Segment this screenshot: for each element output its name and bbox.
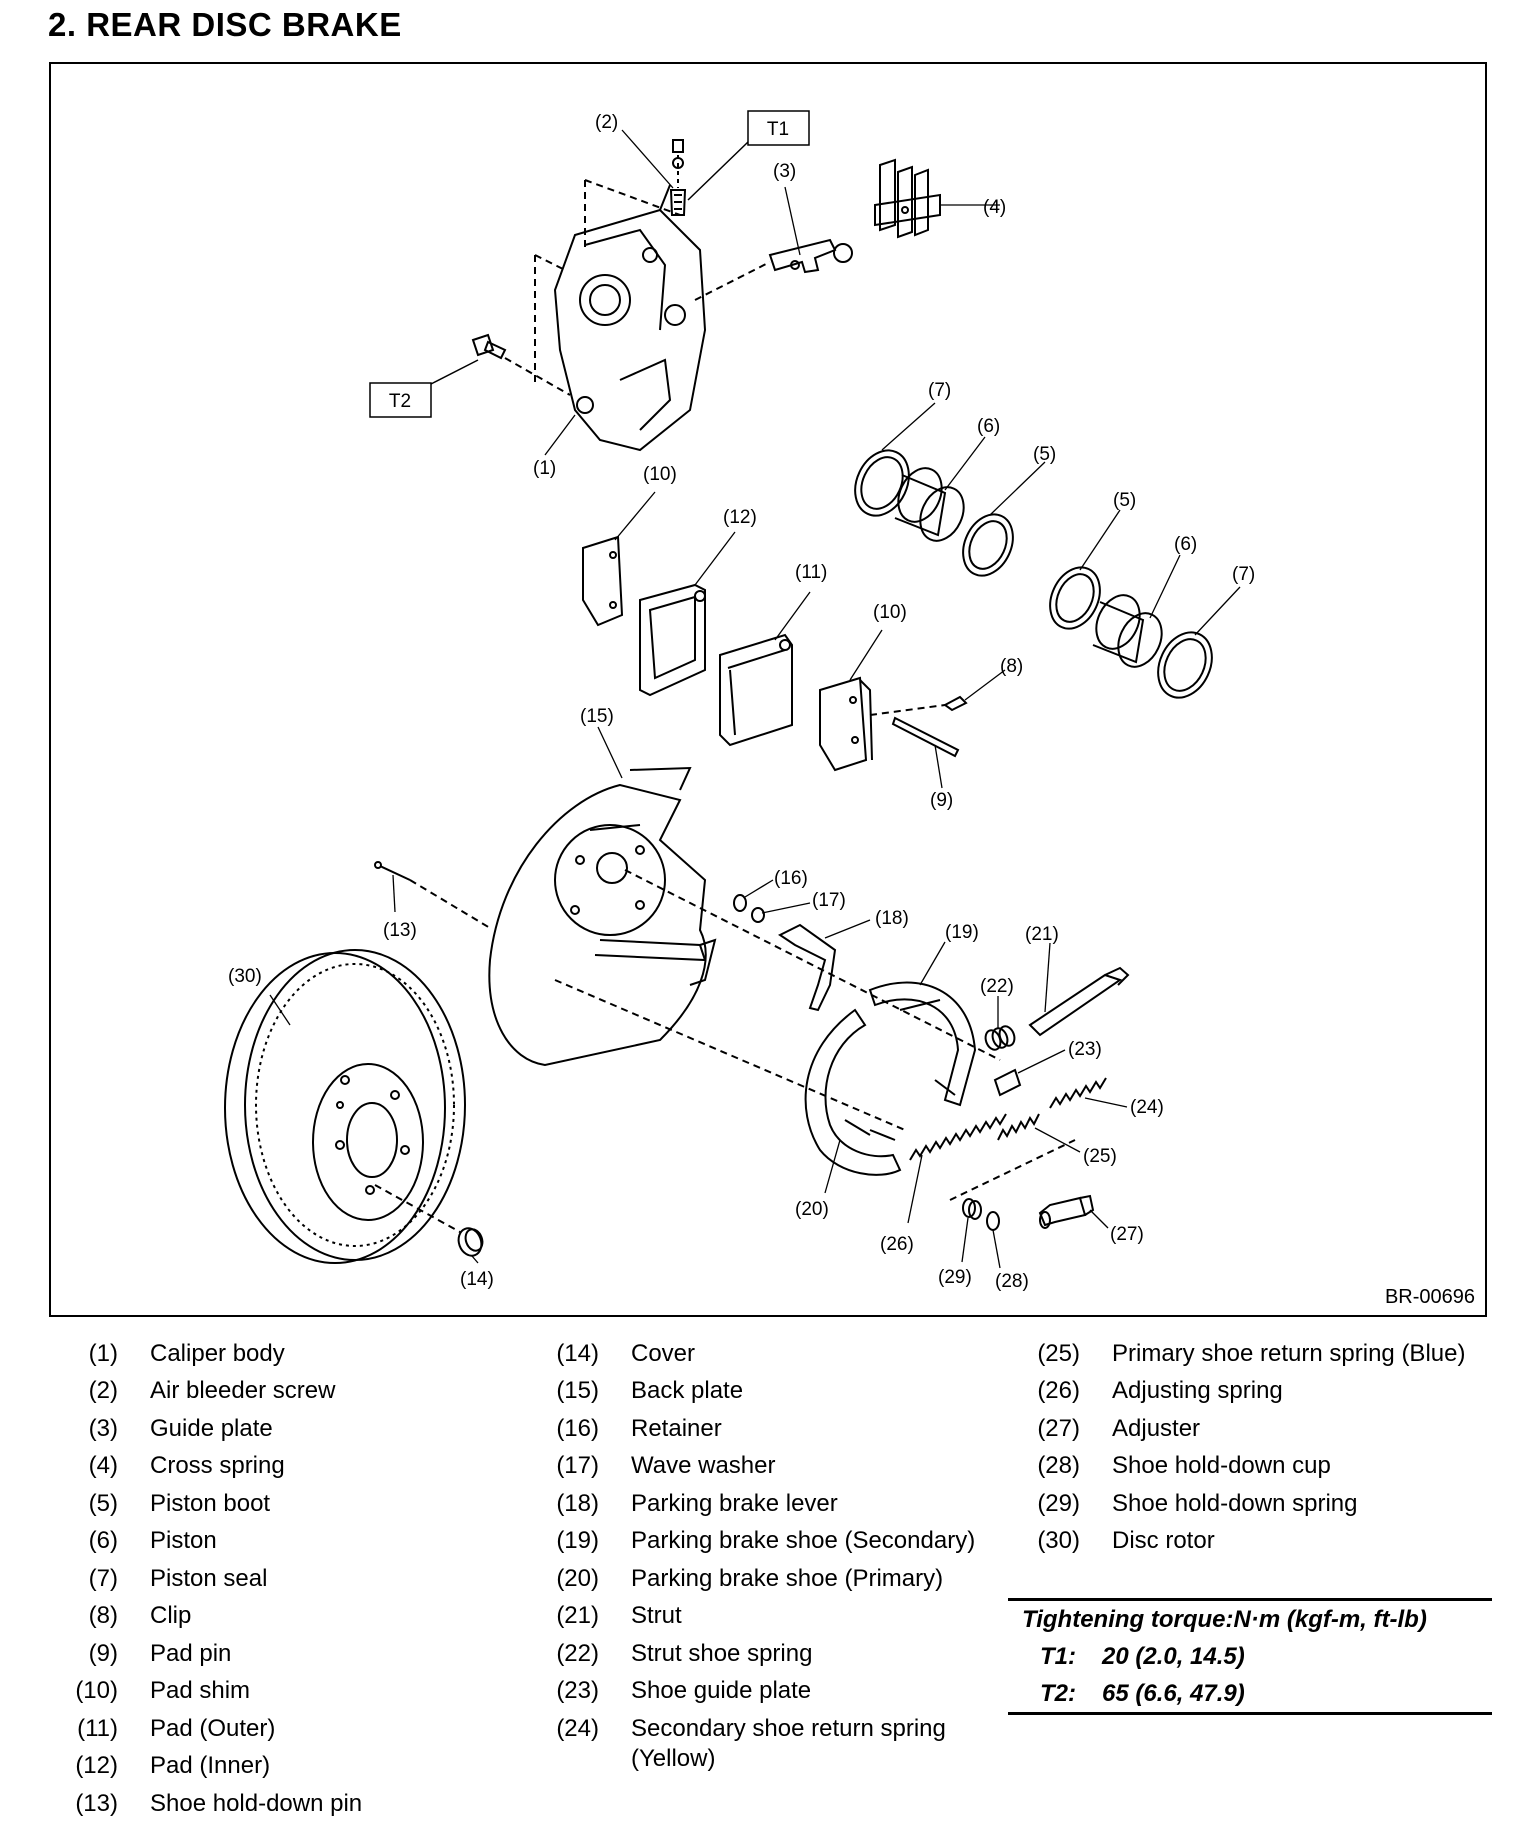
callout-5-upper: (5) — [1033, 444, 1056, 465]
retainer — [733, 894, 747, 912]
pad-outer — [719, 633, 793, 747]
callout-22: (22) — [980, 976, 1014, 997]
callout-6-upper: (6) — [977, 416, 1000, 437]
callout-13: (13) — [383, 920, 417, 941]
callout-17: (17) — [812, 890, 846, 911]
torque-bottom-rule — [1008, 1712, 1492, 1715]
callout-7-lower: (7) — [1232, 564, 1255, 585]
leader-lines — [269, 129, 1241, 1269]
back-plate — [488, 766, 717, 1067]
pad-inner — [639, 583, 706, 697]
callout-29: (29) — [938, 1267, 972, 1288]
primary-shoe-return-spring — [997, 1113, 1040, 1141]
piston-boot-lower — [1049, 566, 1101, 630]
shoe-hold-down-spring — [962, 1198, 982, 1220]
parking-brake-shoe-primary — [804, 1008, 902, 1176]
callout-2: (2) — [595, 112, 618, 133]
callout-4: (4) — [983, 197, 1006, 218]
clip — [943, 695, 968, 712]
callout-18: (18) — [875, 908, 909, 929]
air-bleeder-screw — [669, 139, 687, 216]
torque-table: Tightening torque:N·m (kgf-m, ft-lb) T1:… — [1008, 1598, 1492, 1715]
diagram-frame: BR-00696 — [49, 62, 1487, 1317]
disc-rotor — [224, 949, 466, 1264]
piston-seal-lower — [1157, 631, 1213, 699]
parking-brake-shoe-secondary — [868, 981, 977, 1107]
torque-heading: Tightening torque:N·m (kgf-m, ft-lb) — [1022, 1606, 1427, 1633]
callout-3: (3) — [773, 161, 796, 182]
page-title: 2. REAR DISC BRAKE — [48, 6, 402, 43]
callout-10-lower: (10) — [873, 602, 907, 623]
wave-washer — [751, 907, 765, 923]
callout-11: (11) — [795, 562, 827, 583]
callout-24: (24) — [1130, 1097, 1164, 1118]
strut-shoe-spring — [984, 1025, 1016, 1051]
callout-15: (15) — [580, 706, 614, 727]
figure-id: BR-00696 — [1384, 1286, 1475, 1308]
pad-shim-upper — [582, 535, 624, 627]
svg-text:T2: T2 — [389, 391, 411, 412]
exploded-view-diagram: T1 T2 — [224, 110, 1255, 1292]
callout-14: (14) — [460, 1269, 494, 1290]
caliper-body — [553, 184, 707, 452]
adjuster — [1038, 1194, 1095, 1229]
torque-top-rule — [1008, 1598, 1492, 1601]
callout-7-upper: (7) — [928, 380, 951, 401]
callout-16: (16) — [774, 868, 808, 889]
shoe-guide-plate — [993, 1068, 1022, 1097]
callout-5-lower: (5) — [1113, 490, 1136, 511]
callout-19: (19) — [945, 922, 979, 943]
piston-boot-upper — [962, 513, 1014, 577]
callout-26: (26) — [880, 1234, 914, 1255]
callout-1: (1) — [533, 458, 556, 479]
pad-pin — [891, 716, 960, 758]
strut — [1028, 966, 1130, 1037]
callout-28: (28) — [995, 1271, 1029, 1292]
callout-27: (27) — [1110, 1224, 1144, 1245]
adjusting-spring — [909, 1113, 1007, 1161]
torque-row-t1: T1: 20 (2.0, 14.5) — [1040, 1643, 1245, 1670]
callout-12: (12) — [723, 507, 757, 528]
callout-25: (25) — [1083, 1146, 1117, 1167]
callout-30: (30) — [228, 966, 262, 987]
callout-6-lower: (6) — [1174, 534, 1197, 555]
callout-8: (8) — [1000, 656, 1023, 677]
callout-23: (23) — [1068, 1039, 1102, 1060]
callout-9: (9) — [930, 790, 953, 811]
cross-spring — [874, 158, 941, 239]
callout-21: (21) — [1025, 924, 1059, 945]
parking-brake-lever — [778, 923, 837, 1012]
shoe-hold-down-cup — [986, 1211, 1000, 1231]
piston-upper — [894, 467, 965, 542]
guide-plate — [768, 238, 853, 274]
shoe-hold-down-pin — [374, 861, 411, 881]
pad-shim-lower — [819, 676, 873, 772]
secondary-shoe-return-spring — [1049, 1077, 1107, 1109]
torque-row-t2: T2: 65 (6.6, 47.9) — [1040, 1680, 1245, 1707]
callout-20: (20) — [795, 1199, 829, 1220]
svg-text:T1: T1 — [767, 119, 789, 140]
piston-seal-upper — [854, 449, 910, 517]
torque-box-t1: T1 — [747, 110, 810, 146]
callout-10-upper: (10) — [643, 464, 677, 485]
torque-box-t2: T2 — [369, 382, 432, 418]
cover — [457, 1227, 484, 1257]
caliper-bolt — [471, 333, 507, 360]
